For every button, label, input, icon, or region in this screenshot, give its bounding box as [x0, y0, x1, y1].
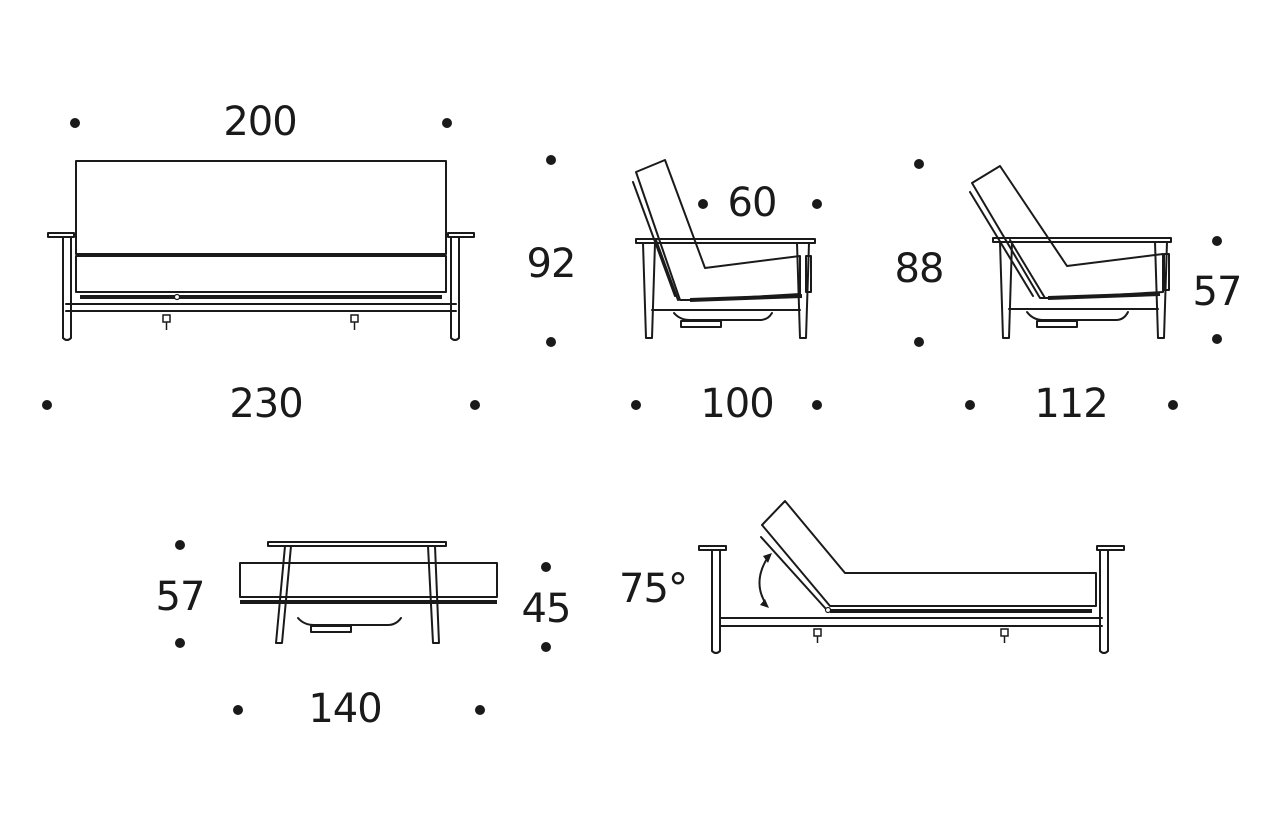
dot-sitting-depth-right	[812, 400, 822, 410]
dot-bed-length-right	[475, 705, 485, 715]
dot-arm-height-bottom	[1212, 334, 1222, 344]
reclined-seat-base	[1047, 292, 1161, 300]
sitting-mechanism	[673, 312, 773, 321]
dimension-markers	[42, 118, 1222, 715]
front-right-armrest	[447, 232, 475, 238]
bed-front-right-bracket	[1000, 628, 1009, 643]
side-view-sitting	[632, 159, 816, 339]
reclined-mechanism-plate	[1036, 320, 1078, 328]
front-right-bracket	[350, 314, 359, 330]
dot-arm-height-top	[1212, 236, 1222, 246]
dot-reclined-height-bottom	[914, 337, 924, 347]
dot-reclined-height-top	[914, 159, 924, 169]
side-view-reclined	[969, 165, 1172, 339]
dot-sitting-height-bottom	[546, 337, 556, 347]
sitting-height-label: 92	[526, 241, 577, 287]
bed-side-mattress	[239, 562, 498, 598]
sitting-depth-label: 100	[700, 381, 774, 427]
dot-front-overall-right	[470, 400, 480, 410]
bed-height-label: 57	[155, 574, 206, 620]
front-base-fitting	[173, 293, 181, 301]
front-left-leg	[62, 236, 72, 341]
recline-angle-label: 75°	[619, 566, 688, 612]
bed-front-hinge	[824, 606, 832, 614]
recline-arrow-bottom-icon	[760, 599, 769, 608]
recline-angle-arc	[758, 556, 769, 605]
bed-front-left-bracket	[813, 628, 822, 643]
dot-bed-height-top	[175, 540, 185, 550]
arm-height-label: 57	[1192, 269, 1243, 315]
sitting-mechanism-plate	[680, 320, 722, 328]
dot-bed-length-left	[233, 705, 243, 715]
front-left-armrest	[47, 232, 75, 238]
dot-seat-depth-left	[698, 199, 708, 209]
front-width-label: 200	[223, 99, 297, 145]
reclined-depth-label: 112	[1034, 381, 1108, 427]
reclined-armrest	[992, 237, 1172, 243]
bed-side-left-leg	[275, 545, 292, 644]
sitting-front-leg	[642, 242, 656, 339]
sitting-back-leg	[796, 242, 810, 339]
reclined-front-leg	[999, 241, 1013, 339]
bed-side-right-leg	[427, 545, 440, 644]
bed-side-mechanism	[297, 617, 402, 626]
dot-bed-height-bottom	[175, 638, 185, 648]
recline-arrow-top-icon	[763, 553, 772, 563]
dot-mattress-height-bottom	[541, 642, 551, 652]
dot-reclined-depth-right	[1168, 400, 1178, 410]
front-left-bracket	[162, 314, 171, 330]
reclined-back-frame	[969, 191, 1034, 297]
bed-front-right-leg	[1099, 549, 1109, 654]
reclined-height-label: 88	[894, 246, 945, 292]
bed-side-view	[239, 541, 498, 644]
dot-sitting-height-top	[546, 155, 556, 165]
dot-front-width-left	[70, 118, 80, 128]
sitting-cushion-outline	[635, 159, 801, 301]
front-view-sofa	[47, 160, 475, 341]
front-backrest	[75, 160, 447, 255]
reclined-back-leg	[1154, 241, 1168, 339]
bed-side-mechanism-plate	[310, 625, 352, 633]
bed-side-armrest	[267, 541, 447, 547]
mattress-height-label: 45	[521, 586, 572, 632]
reclined-back-frame-2	[1009, 239, 1046, 299]
sitting-armrest	[635, 238, 816, 244]
dot-front-overall-left	[42, 400, 52, 410]
dot-reclined-depth-left	[965, 400, 975, 410]
bed-front-right-armrest	[1096, 545, 1125, 551]
reclined-mechanism	[1026, 311, 1129, 321]
dot-front-width-right	[442, 118, 452, 128]
front-right-leg	[450, 236, 460, 341]
dot-sitting-depth-left	[631, 400, 641, 410]
bed-front-mattress	[761, 500, 1097, 607]
sitting-back-frame-2	[655, 239, 679, 301]
bed-front-back-frame	[760, 536, 827, 610]
dot-mattress-height-top	[541, 562, 551, 572]
front-overall-width-label: 230	[229, 381, 303, 427]
dot-seat-depth-right	[812, 199, 822, 209]
bed-front-view	[698, 500, 1125, 654]
bed-front-left-leg	[711, 549, 721, 654]
seat-depth-label: 60	[727, 180, 778, 226]
front-seat-cushion	[75, 255, 447, 293]
sitting-seat-base	[689, 294, 803, 302]
bed-length-label: 140	[308, 686, 382, 732]
